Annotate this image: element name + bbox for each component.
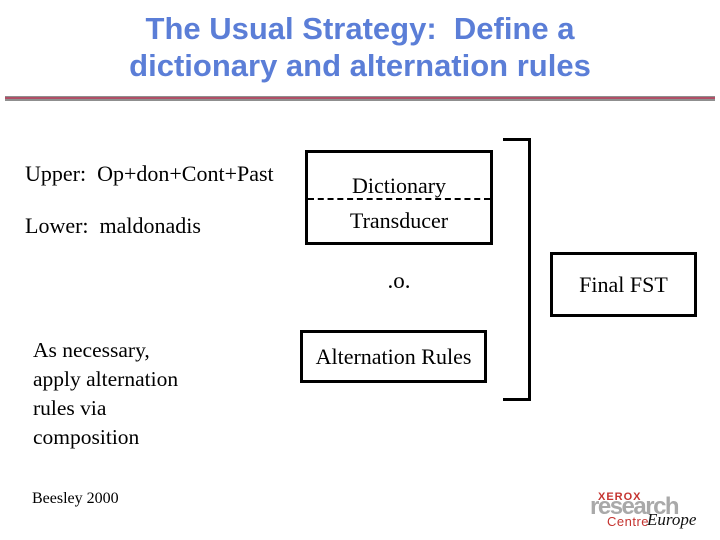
logo-europe-text: Europe <box>647 510 697 529</box>
composition-operator: .o. <box>387 268 411 293</box>
logo-centre-text: Centre <box>607 514 650 529</box>
grouping-bracket <box>503 138 531 401</box>
dictionary-box-upper-label: Dictionary <box>308 153 490 200</box>
title-divider <box>5 96 715 101</box>
note-line-4: composition <box>33 425 140 449</box>
alternation-rules-box: Alternation Rules <box>300 330 487 383</box>
note-line-3: rules via <box>33 396 107 420</box>
dictionary-transducer-box: Dictionary Transducer <box>305 150 493 245</box>
xerox-research-centre-europe-logo: research XEROX Centre Europe <box>585 483 717 537</box>
alternation-rules-label: Alternation Rules <box>315 343 472 369</box>
logo-research-text: research <box>590 493 680 520</box>
title-line-2: dictionary and alternation rules <box>129 48 591 83</box>
logo-xerox-text: XEROX <box>598 491 642 503</box>
note-line-1: As necessary, <box>33 338 150 362</box>
note-line-2: apply alternation <box>33 367 179 391</box>
composition-note: As necessary, apply alternation rules vi… <box>33 336 178 452</box>
final-fst-box: Final FST <box>550 252 697 317</box>
upper-string-label: Upper: Op+don+Cont+Past <box>25 161 274 186</box>
lower-string-label: Lower: maldonadis <box>25 213 201 238</box>
final-fst-label: Final FST <box>579 271 668 297</box>
dictionary-box-lower-label: Transducer <box>349 208 449 233</box>
title-line-1: The Usual Strategy: Define a <box>145 11 575 46</box>
citation: Beesley 2000 <box>32 490 119 507</box>
slide-title: The Usual Strategy: Define a dictionary … <box>0 10 720 84</box>
